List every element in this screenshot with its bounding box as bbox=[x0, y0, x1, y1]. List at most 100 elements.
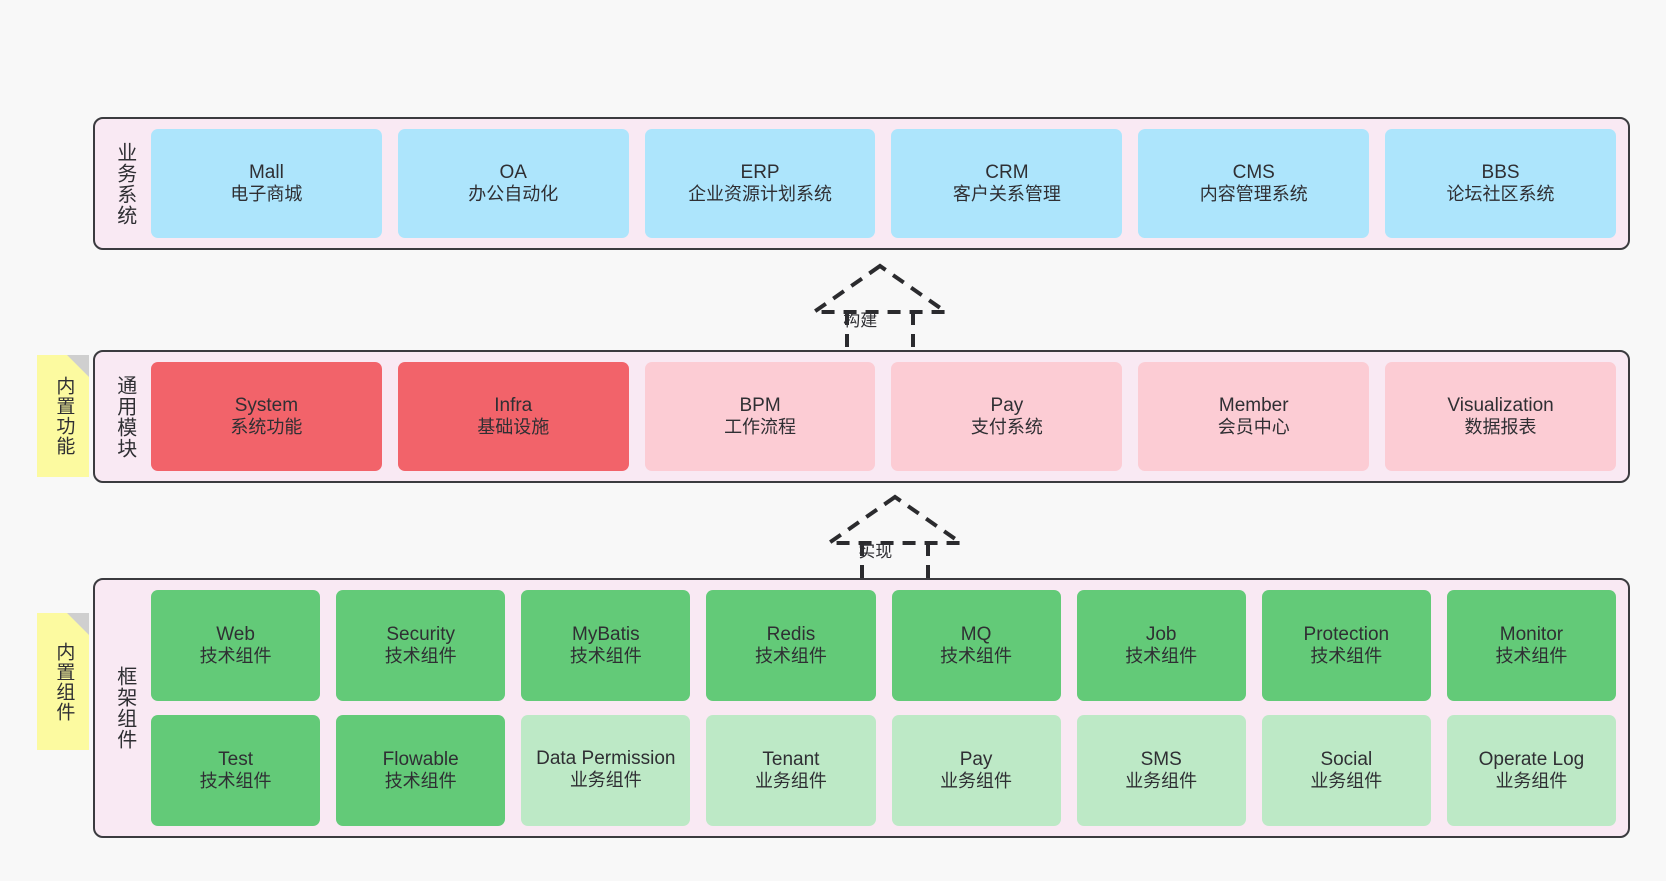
box-mybatis[interactable]: MyBatis 技术组件 bbox=[521, 590, 691, 701]
box-subtitle: 业务组件 bbox=[1310, 771, 1383, 792]
box-subtitle: 业务组件 bbox=[569, 770, 642, 791]
box-mq[interactable]: MQ 技术组件 bbox=[891, 590, 1061, 701]
box-title: Monitor bbox=[1499, 623, 1564, 645]
box-title: Tenant bbox=[762, 748, 820, 770]
box-subtitle: 系统功能 bbox=[230, 417, 303, 438]
box-subtitle: 业务组件 bbox=[1125, 771, 1198, 792]
box-title: MyBatis bbox=[572, 623, 640, 645]
connector-build: 构建 bbox=[800, 262, 960, 362]
box-title: BPM bbox=[739, 394, 781, 416]
box-title: Member bbox=[1218, 394, 1289, 416]
box-title: OA bbox=[499, 161, 527, 183]
box-title: Data Permission bbox=[536, 748, 676, 770]
box-sms[interactable]: SMS 业务组件 bbox=[1076, 715, 1246, 826]
box-title: Social bbox=[1320, 748, 1373, 770]
layer-body-common-modules: System 系统功能 Infra 基础设施 BPM 工作流程 Pay 支付系统… bbox=[141, 362, 1616, 471]
box-social[interactable]: Social 业务组件 bbox=[1261, 715, 1431, 826]
box-title: Infra bbox=[494, 394, 533, 416]
box-subtitle: 技术组件 bbox=[199, 646, 272, 667]
box-infra[interactable]: Infra 基础设施 bbox=[397, 362, 629, 471]
box-subtitle: 支付系统 bbox=[970, 417, 1043, 438]
layer-title-framework-components: 框架组件 bbox=[113, 666, 136, 750]
row-framework-tech: Web 技术组件 Security 技术组件 MyBatis 技术组件 Redi… bbox=[151, 590, 1616, 701]
row-business-systems: Mall 电子商城 OA 办公自动化 ERP 企业资源计划系统 CRM 客户关系… bbox=[151, 129, 1616, 238]
layer-common-modules: 通用模块 System 系统功能 Infra 基础设施 BPM 工作流程 Pay… bbox=[93, 350, 1630, 483]
box-tenant[interactable]: Tenant 业务组件 bbox=[706, 715, 876, 826]
generalization-arrow-icon bbox=[822, 494, 968, 591]
note-builtin-features: 内置功能 bbox=[37, 355, 89, 477]
box-title: Redis bbox=[766, 623, 816, 645]
layer-title-common-modules: 通用模块 bbox=[113, 374, 136, 459]
box-bbs[interactable]: BBS 论坛社区系统 bbox=[1385, 129, 1616, 238]
box-mall[interactable]: Mall 电子商城 bbox=[151, 129, 382, 238]
box-subtitle: 技术组件 bbox=[940, 646, 1013, 667]
box-operate-log[interactable]: Operate Log 业务组件 bbox=[1446, 715, 1616, 826]
box-data-permission[interactable]: Data Permission 业务组件 bbox=[521, 715, 691, 826]
box-subtitle: 会员中心 bbox=[1217, 417, 1290, 438]
box-erp[interactable]: ERP 企业资源计划系统 bbox=[644, 129, 876, 238]
box-job[interactable]: Job 技术组件 bbox=[1076, 590, 1246, 701]
box-subtitle: 基础设施 bbox=[477, 417, 550, 438]
box-title: Pay bbox=[990, 394, 1024, 416]
box-subtitle: 企业资源计划系统 bbox=[688, 184, 833, 205]
box-redis[interactable]: Redis 技术组件 bbox=[706, 590, 876, 701]
box-title: Test bbox=[218, 748, 253, 770]
box-title: Mall bbox=[248, 161, 284, 183]
box-visualization[interactable]: Visualization 数据报表 bbox=[1385, 362, 1616, 471]
note-text: 内置功能 bbox=[53, 376, 75, 456]
note-fold-corner-icon bbox=[67, 355, 89, 377]
box-subtitle: 数据报表 bbox=[1464, 417, 1537, 438]
note-builtin-components: 内置组件 bbox=[37, 613, 89, 750]
box-subtitle: 工作流程 bbox=[724, 417, 797, 438]
box-title: Security bbox=[386, 623, 455, 645]
row-common-modules: System 系统功能 Infra 基础设施 BPM 工作流程 Pay 支付系统… bbox=[151, 362, 1616, 471]
box-test[interactable]: Test 技术组件 bbox=[151, 715, 321, 826]
layer-title-business-systems: 业务系统 bbox=[113, 141, 136, 226]
box-title: Operate Log bbox=[1478, 748, 1585, 770]
layer-framework-components: 框架组件 Web 技术组件 Security 技术组件 MyBatis 技术组件… bbox=[93, 578, 1630, 838]
box-title: ERP bbox=[740, 161, 780, 183]
box-crm[interactable]: CRM 客户关系管理 bbox=[891, 129, 1123, 238]
box-title: Job bbox=[1145, 623, 1177, 645]
box-subtitle: 办公自动化 bbox=[468, 184, 559, 205]
box-subtitle: 技术组件 bbox=[1495, 646, 1568, 667]
box-web[interactable]: Web 技术组件 bbox=[151, 590, 321, 701]
layer-business-systems: 业务系统 Mall 电子商城 OA 办公自动化 ERP 企业资源计划系统 CRM… bbox=[93, 117, 1630, 250]
box-subtitle: 电子商城 bbox=[230, 184, 303, 205]
box-subtitle: 内容管理系统 bbox=[1199, 184, 1308, 205]
box-subtitle: 业务组件 bbox=[1495, 771, 1568, 792]
box-subtitle: 技术组件 bbox=[1125, 646, 1198, 667]
row-framework-business: Test 技术组件 Flowable 技术组件 Data Permission … bbox=[151, 715, 1616, 826]
box-system[interactable]: System 系统功能 bbox=[151, 362, 382, 471]
box-title: System bbox=[234, 394, 299, 416]
box-title: CMS bbox=[1232, 161, 1275, 183]
connector-implement: 实现 bbox=[815, 493, 975, 593]
box-subtitle: 论坛社区系统 bbox=[1446, 184, 1555, 205]
box-cms[interactable]: CMS 内容管理系统 bbox=[1138, 129, 1370, 238]
generalization-arrow-icon bbox=[807, 263, 953, 360]
box-member[interactable]: Member 会员中心 bbox=[1138, 362, 1370, 471]
box-title: Protection bbox=[1303, 623, 1390, 645]
box-pay-module[interactable]: Pay 支付系统 bbox=[891, 362, 1123, 471]
layer-body-framework-components: Web 技术组件 Security 技术组件 MyBatis 技术组件 Redi… bbox=[141, 590, 1616, 826]
box-title: Visualization bbox=[1447, 394, 1554, 416]
box-bpm[interactable]: BPM 工作流程 bbox=[644, 362, 876, 471]
box-subtitle: 技术组件 bbox=[569, 646, 642, 667]
box-oa[interactable]: OA 办公自动化 bbox=[397, 129, 629, 238]
box-title: SMS bbox=[1140, 748, 1182, 770]
box-monitor[interactable]: Monitor 技术组件 bbox=[1446, 590, 1616, 701]
box-subtitle: 技术组件 bbox=[384, 646, 457, 667]
box-security[interactable]: Security 技术组件 bbox=[336, 590, 506, 701]
box-title: Flowable bbox=[382, 748, 459, 770]
box-title: Web bbox=[216, 623, 255, 645]
layer-body-business-systems: Mall 电子商城 OA 办公自动化 ERP 企业资源计划系统 CRM 客户关系… bbox=[141, 129, 1616, 238]
box-subtitle: 技术组件 bbox=[199, 771, 272, 792]
box-subtitle: 业务组件 bbox=[754, 771, 827, 792]
box-subtitle: 技术组件 bbox=[1310, 646, 1383, 667]
box-title: BBS bbox=[1481, 161, 1520, 183]
box-protection[interactable]: Protection 技术组件 bbox=[1261, 590, 1431, 701]
box-subtitle: 客户关系管理 bbox=[952, 184, 1061, 205]
box-pay-component[interactable]: Pay 业务组件 bbox=[891, 715, 1061, 826]
box-flowable[interactable]: Flowable 技术组件 bbox=[336, 715, 506, 826]
